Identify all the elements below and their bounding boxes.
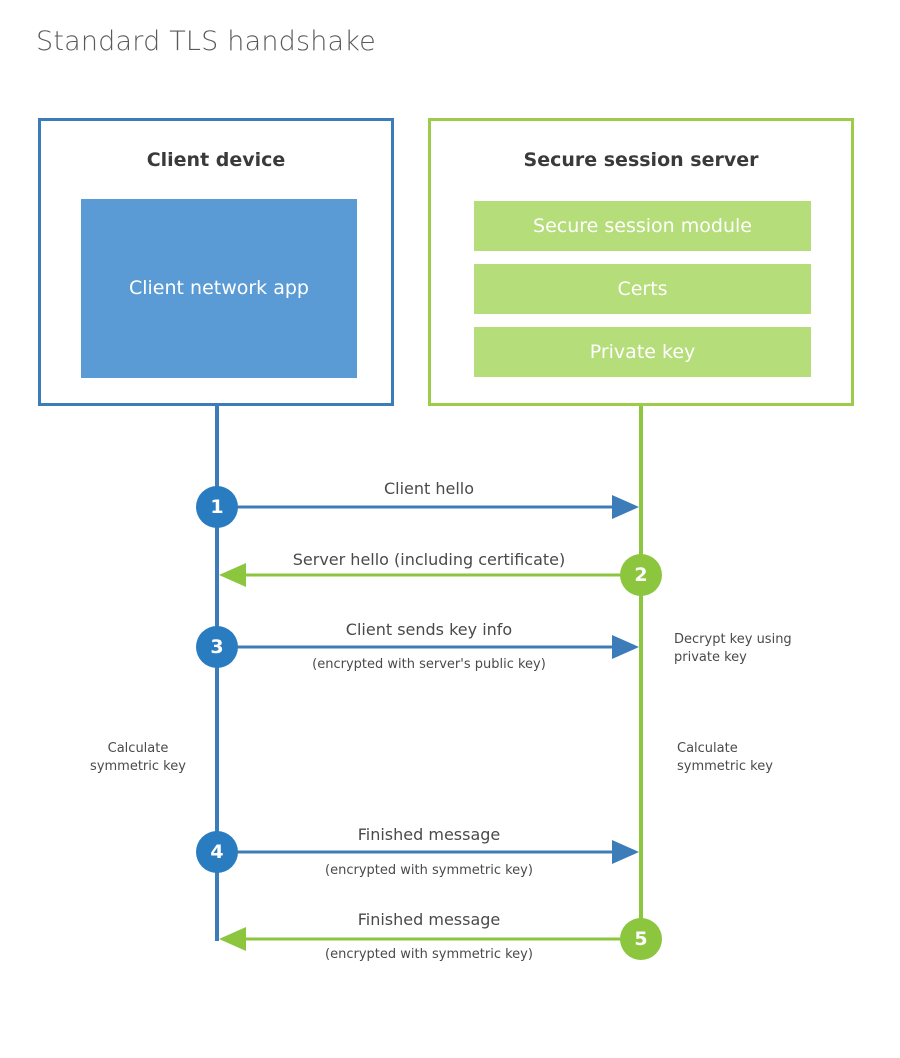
arrow-sublabel-step-5: (encrypted with symmetric key) <box>325 947 533 962</box>
server-module-private-key: Private key <box>474 327 811 377</box>
step-marker-1[interactable]: 1 <box>196 486 238 528</box>
secure-session-server-title: Secure session server <box>523 149 759 171</box>
step-marker-3[interactable]: 3 <box>196 626 238 668</box>
server-module-secure-session-module: Secure session module <box>474 201 811 251</box>
client-network-app-block: Client network app <box>81 199 357 378</box>
note-client-calculate-symmetric-key: Calculate symmetric key <box>90 741 186 774</box>
arrow-label-step-3: Client sends key info <box>345 620 513 639</box>
client-device-title: Client device <box>146 149 286 171</box>
note-decrypt-key-using-private-key: Decrypt key using private key <box>674 632 792 665</box>
note-server-calculate-symmetric-key: Calculate symmetric key <box>677 741 773 774</box>
step-marker-2[interactable]: 2 <box>620 554 662 596</box>
arrow-label-step-2: Server hello (including certificate) <box>292 550 566 569</box>
arrow-sublabel-step-4: (encrypted with symmetric key) <box>325 863 533 878</box>
arrow-sublabel-step-3: (encrypted with server's public key) <box>312 657 546 672</box>
arrow-label-step-5: Finished message <box>357 910 501 929</box>
step-marker-4[interactable]: 4 <box>196 831 238 873</box>
arrow-label-step-4: Finished message <box>357 825 501 844</box>
step-marker-5[interactable]: 5 <box>620 918 662 960</box>
secure-session-server-box: Secure session server Secure session mod… <box>428 118 854 406</box>
page-title: Standard TLS handshake <box>36 26 376 57</box>
arrow-label-step-1: Client hello <box>383 479 475 498</box>
server-module-certs: Certs <box>474 264 811 314</box>
client-device-box: Client device Client network app <box>38 118 394 406</box>
